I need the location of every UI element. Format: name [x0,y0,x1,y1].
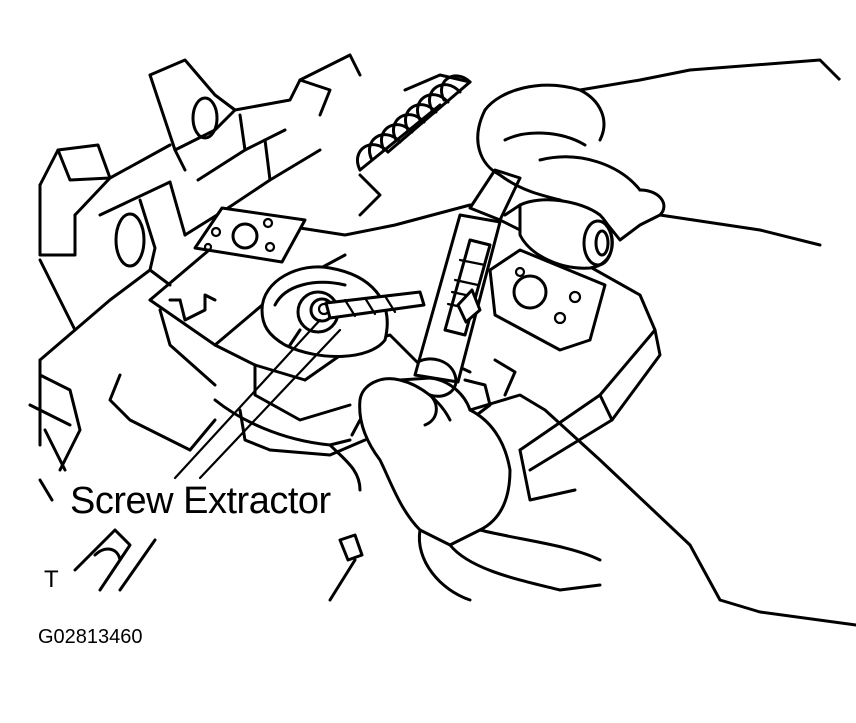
callout-leader-lines [173,318,342,480]
right-mounting-plate [488,248,607,352]
left-mounting-plate [193,206,307,264]
figure-code: G02813460 [38,626,143,648]
coil-spring [356,73,472,217]
screw-extractor-tool [324,168,522,384]
column-shaft-assembly [28,53,362,472]
view-marker: T [44,566,59,593]
lower-structure [38,373,367,602]
screw-extractor-label: Screw Extractor [70,480,331,522]
lower-hand [350,357,856,627]
upper-hand [476,58,842,270]
